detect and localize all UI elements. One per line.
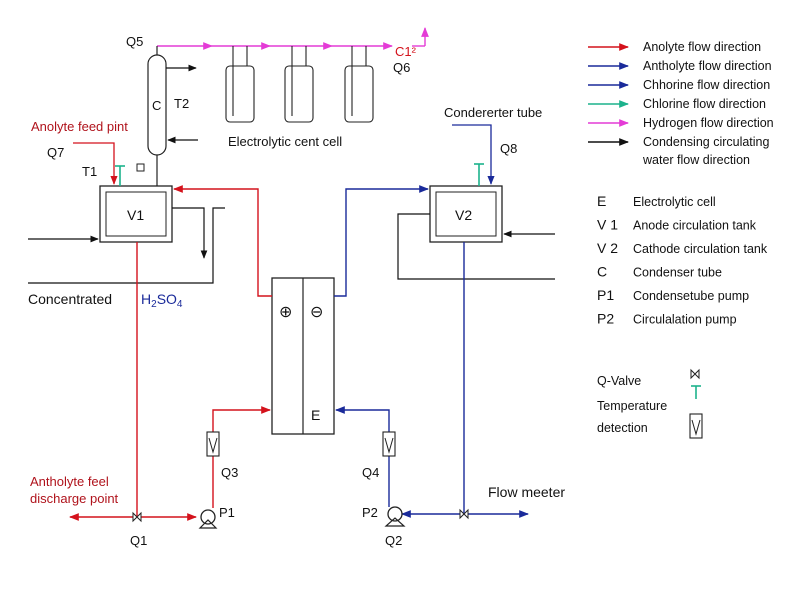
- legend-flow-label-3: Chlorine flow direction: [643, 97, 766, 111]
- legend-q-valve-label: Q-Valve: [597, 374, 641, 388]
- label-q4: Q4: [362, 465, 379, 480]
- anolyte-feed-line: [73, 142, 118, 185]
- condenser-c: [136, 46, 198, 186]
- legend-flow-label-4: Hydrogen flow direction: [643, 116, 774, 130]
- label-t1: T1: [82, 164, 97, 179]
- legend-temperature-line2: detection: [597, 421, 648, 435]
- label-p2: P2: [362, 505, 378, 520]
- label-v2: V2: [455, 207, 472, 223]
- pump-p1: [198, 509, 218, 529]
- cathode-tank-v2: [429, 185, 503, 243]
- cooling-water-v2: [397, 213, 555, 280]
- legend-flow-label-0: Anolyte flow direction: [643, 40, 761, 54]
- legend-abbrev-desc-2: Cathode circulation tank: [633, 242, 768, 256]
- label-p1: P1: [219, 505, 235, 520]
- label-q8: Q8: [500, 141, 517, 156]
- legend-abbrev-desc-5: Circulalation pump: [633, 313, 737, 327]
- legend-abbrev-key-5: P2: [597, 311, 614, 327]
- legend-abbrev-key-4: P1: [597, 287, 614, 303]
- legend-abbreviations: E Electrolytic cell V 1 Anode circulation t…: [597, 193, 768, 327]
- label-anode-symbol: ⊕: [279, 304, 292, 321]
- legend-abbrev-desc-4: Condensetube pump: [633, 289, 749, 303]
- temperature-sensor-t1: [115, 165, 125, 186]
- label-concentrated: Concentrated: [28, 291, 112, 307]
- legend-abbrev-key-2: V 2: [597, 240, 618, 256]
- valve-q2: [459, 508, 469, 520]
- label-condenser-tube: Condererter tube: [444, 105, 542, 120]
- anode-tank-v1: [99, 185, 173, 243]
- legend-abbrev-key-1: V 1: [597, 217, 618, 233]
- label-q5: Q5: [126, 34, 143, 49]
- legend-abbrev-key-3: C: [597, 264, 607, 280]
- electrolytic-cell-e: [271, 277, 335, 435]
- label-electrolytic-cell: Electrolytic cent cell: [228, 134, 342, 149]
- temperature-icon: [691, 385, 701, 399]
- label-v1: V1: [127, 207, 144, 223]
- flowmeter-q3: [206, 431, 220, 457]
- flowmeter-icon: [689, 413, 703, 439]
- label-q1: Q1: [130, 533, 147, 548]
- pump-p2: [384, 506, 406, 527]
- legend-flow-label-5: Condensing circulating: [643, 135, 770, 149]
- legend-abbrev-key-0: E: [597, 193, 606, 209]
- label-q2: Q2: [385, 533, 402, 548]
- label-cell-e: E: [311, 407, 320, 423]
- label-discharge-line2: discharge point: [30, 491, 119, 506]
- legend-abbrev-desc-0: Electrolytic cell: [633, 195, 716, 209]
- flowmeter-q4: [382, 431, 396, 457]
- temperature-sensor-t8: [474, 163, 484, 186]
- legend-abbrev-desc-3: Condenser tube: [633, 266, 722, 280]
- catholyte-loop: [334, 185, 529, 518]
- legend-flow-label-1: Antholyte flow direction: [643, 59, 772, 73]
- legend-flow-label-2: Chhorine flow direction: [643, 78, 770, 92]
- wash-bottle-3: [344, 65, 374, 123]
- label-condenser-c: C: [152, 98, 161, 113]
- legend-temperature-line1: Temperature: [597, 399, 667, 413]
- valve-q1: [132, 511, 142, 523]
- wash-bottle-2: [284, 65, 314, 123]
- label-discharge-line1: Antholyte feel: [30, 474, 109, 489]
- anolyte-loop: [69, 185, 272, 521]
- cooling-water-v1: [28, 207, 225, 284]
- label-q3: Q3: [221, 465, 238, 480]
- label-q6: Q6: [393, 60, 410, 75]
- label-anolyte-feed-point: Anolyte feed pint: [31, 119, 128, 134]
- label-cl2: C1²: [395, 44, 417, 59]
- wash-bottle-1: [225, 65, 255, 123]
- label-cathode-symbol: ⊖: [310, 304, 323, 321]
- legend-flow-label-5-line2: water flow direction: [642, 153, 750, 167]
- label-flow-meter: Flow meeter: [488, 484, 565, 500]
- legend-abbrev-desc-1: Anode circulation tank: [633, 219, 757, 233]
- label-q7: Q7: [47, 145, 64, 160]
- gas-wash-bottles: [225, 46, 374, 123]
- label-t2: T2: [174, 96, 189, 111]
- condenser-feed-line: [452, 124, 495, 185]
- q-valve-icon: [690, 368, 700, 380]
- hydrogen-line: [157, 27, 429, 50]
- label-h2so4: H2SO4: [141, 291, 183, 310]
